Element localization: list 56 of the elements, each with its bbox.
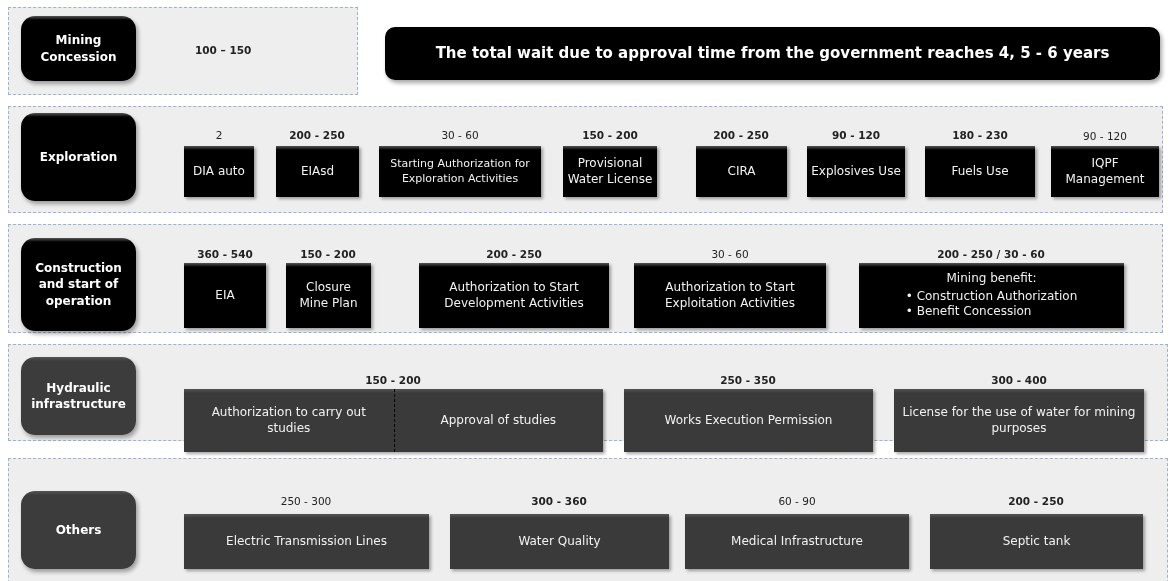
duration-label: 60 - 90 [778, 495, 816, 507]
stage-box: Others [21, 491, 136, 569]
step-box: Explosives Use [807, 146, 905, 197]
duration-label: 180 - 230 [952, 129, 1008, 141]
duration-label: 150 - 200 [582, 129, 638, 141]
row-panel [8, 458, 1168, 581]
duration-label: 200 - 250 [289, 129, 345, 141]
duration-label: 30 - 60 [711, 248, 749, 260]
bullet-item: • Benefit Concession [905, 304, 1033, 320]
step-box [859, 263, 1124, 328]
stage-box: Exploration [21, 113, 136, 201]
step-box: Septic tank [930, 514, 1143, 569]
step-box [184, 389, 603, 452]
duration-label: 2 [215, 129, 223, 141]
step-box: Authorization to Start Development Activities [419, 263, 609, 328]
step-box: License for the use of water for mining purposes [894, 389, 1144, 452]
duration-label: 200 - 250 [486, 248, 542, 260]
duration-label: 250 - 300 [280, 495, 332, 507]
step-box: Fuels Use [925, 146, 1035, 197]
stage-box: Hydraulic infrastructure [21, 357, 136, 435]
duration-label: 90 - 120 [831, 129, 881, 141]
step-box: Closure Mine Plan [286, 263, 371, 328]
duration-label: 360 - 540 [197, 248, 253, 260]
stage-box: Mining Concession [21, 16, 136, 81]
duration-label: 150 - 200 [365, 374, 421, 386]
step-box: EIA [184, 263, 266, 328]
step-box: IQPF Management [1051, 146, 1159, 197]
duration-label: 30 - 60 [441, 129, 479, 141]
duration-label: 90 - 120 [1083, 130, 1127, 142]
row-panel [8, 224, 1163, 333]
duration-label: 200 - 250 [1008, 495, 1064, 507]
duration-label: 200 - 250 [713, 129, 769, 141]
step-box: Water Quality [450, 514, 669, 569]
step-text: Authorization to carry out studies [210, 403, 367, 437]
duration-label: 200 - 250 / 30 - 60 [937, 248, 1045, 260]
step-box: Medical Infrastructure [685, 514, 909, 569]
step-text: Approval of studies [439, 411, 558, 429]
step-box: CIRA [696, 146, 787, 197]
step-box: Electric Transmission Lines [184, 514, 429, 569]
duration-label: 150 - 200 [300, 248, 356, 260]
step-box: DIA auto [184, 146, 254, 197]
duration-label: 300 - 360 [531, 495, 587, 507]
note-banner: The total wait due to approval time from the government reaches 4, 5 - 6 years [385, 27, 1160, 80]
step-box: EIAsd [276, 146, 359, 197]
row-panel [8, 7, 358, 95]
step-box: Provisional Water License [563, 146, 657, 197]
bullet-item: • Construction Authorization [905, 288, 1078, 305]
duration-label: 250 - 350 [720, 374, 776, 386]
step-box: Works Execution Permission [624, 389, 873, 452]
stage-box: Construction and start of operation [21, 238, 136, 331]
row-panel [8, 106, 1163, 213]
duration-label: 300 - 400 [991, 374, 1047, 386]
duration-label: 100 – 150 [195, 44, 252, 56]
step-heading: Mining benefit: [945, 271, 1038, 287]
step-box: Starting Authorization for Exploration Activities [379, 146, 541, 197]
step-box: Authorization to Start Exploitation Activities [634, 263, 826, 328]
